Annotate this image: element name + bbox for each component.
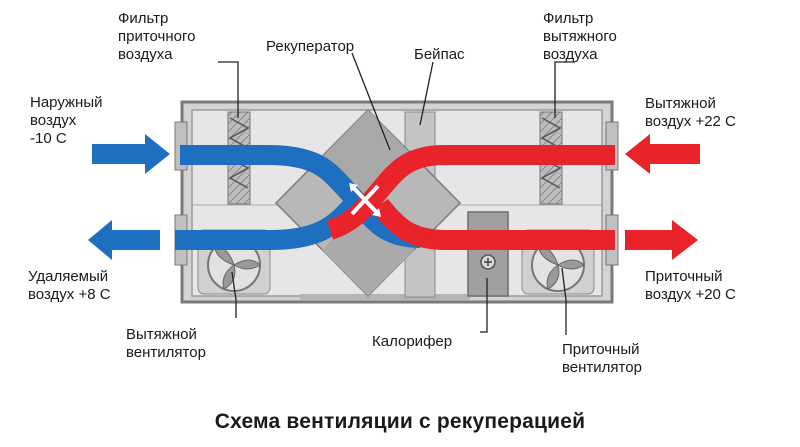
bypass-label: Бейпас <box>414 46 465 63</box>
extract-air-label: Вытяжной воздух +22 С <box>645 95 736 130</box>
supply-fan-label: Приточный вентилятор <box>562 341 642 376</box>
diagram-caption: Схема вентиляции с рекуперацией <box>214 410 586 433</box>
heater-label: Калорифер <box>372 333 453 350</box>
exhaust-fan-label: Вытяжной вентилятор <box>126 326 206 361</box>
supply-filter-label: Фильтр приточного воздуха <box>118 10 196 63</box>
discharged-air-arrow <box>88 220 160 260</box>
extract-air-arrow <box>625 134 700 174</box>
crossing-mark <box>349 183 381 217</box>
supply-air-label: Приточный воздух +20 С <box>645 268 736 303</box>
recuperator-label: Рекуператор <box>266 38 355 55</box>
warm-air-flow <box>326 134 700 260</box>
supply-air-arrow <box>625 220 698 260</box>
discharged-air-label: Удаляемый воздух +8 С <box>28 268 111 303</box>
leader-lines <box>218 52 575 335</box>
heater-element <box>467 211 509 297</box>
outdoor-air-arrow <box>92 134 170 174</box>
exhaust-filter-label: Фильтр вытяжного воздуха <box>543 10 617 63</box>
outdoor-air-label: Наружный воздух -10 С <box>30 94 103 147</box>
